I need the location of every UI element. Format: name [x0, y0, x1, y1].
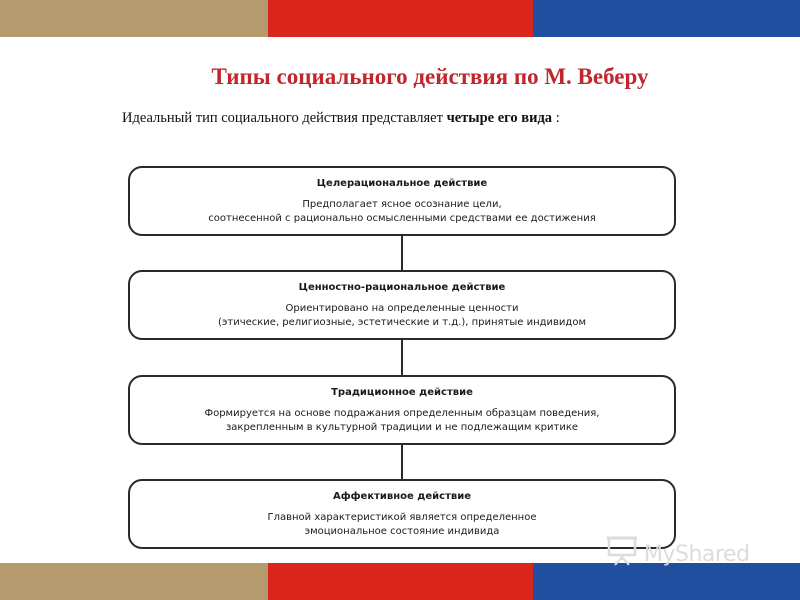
box-desc-line: Главной характеристикой является определ… [267, 512, 537, 523]
box-desc-line: соотнесенной с рационально осмысленными … [208, 213, 596, 224]
connector-1-2 [401, 234, 403, 272]
box-description: Предполагает ясное осознание цели, соотн… [130, 198, 674, 226]
watermark-text: MyShared [644, 541, 750, 567]
slide-title: Типы социального действия по М. Веберу [211, 64, 649, 89]
band-red [268, 563, 533, 600]
box-heading: Ценностно-рациональное действие [298, 282, 506, 293]
box-desc-line: (этические, религиозные, эстетические и … [217, 317, 586, 328]
subtitle-bold: четыре его вида [446, 110, 553, 126]
box-desc-line: Формируется на основе подражания определ… [204, 408, 600, 419]
band-red [268, 0, 533, 37]
action-box-value-rational: Ценностно-рациональное действие Ориентир… [128, 270, 676, 340]
box-description: Ориентировано на определенные ценности (… [130, 302, 674, 330]
box-description: Формируется на основе подражания определ… [130, 407, 674, 435]
box-desc-line: закрепленным в культурной традиции и не … [225, 422, 579, 433]
action-box-traditional: Традиционное действие Формируется на осн… [128, 375, 676, 445]
band-gold [0, 0, 268, 37]
subtitle-tail: : [552, 110, 560, 126]
top-color-band [0, 0, 800, 37]
slide-subtitle: Идеальный тип социального действия предс… [122, 110, 560, 127]
box-heading: Аффективное действие [332, 491, 472, 502]
box-heading: Целерациональное действие [316, 178, 488, 189]
subtitle-plain: Идеальный тип социального действия предс… [122, 110, 447, 126]
box-description: Главной характеристикой является определ… [130, 511, 674, 539]
band-blue [533, 0, 800, 37]
connector-2-3 [401, 339, 403, 376]
box-desc-line: эмоциональное состояние индивида [304, 526, 500, 537]
action-box-goal-rational: Целерациональное действие Предполагает я… [128, 166, 676, 236]
watermark: MyShared [606, 536, 750, 572]
bottom-color-band [0, 563, 800, 600]
action-box-affective: Аффективное действие Главной характерист… [128, 479, 676, 549]
band-blue [533, 563, 800, 600]
connector-3-4 [401, 443, 403, 481]
box-heading: Традиционное действие [331, 387, 473, 398]
box-desc-line: Предполагает ясное осознание цели, [302, 199, 502, 210]
box-desc-line: Ориентировано на определенные ценности [285, 303, 519, 314]
presentation-board-icon [606, 536, 640, 572]
band-gold [0, 563, 268, 600]
